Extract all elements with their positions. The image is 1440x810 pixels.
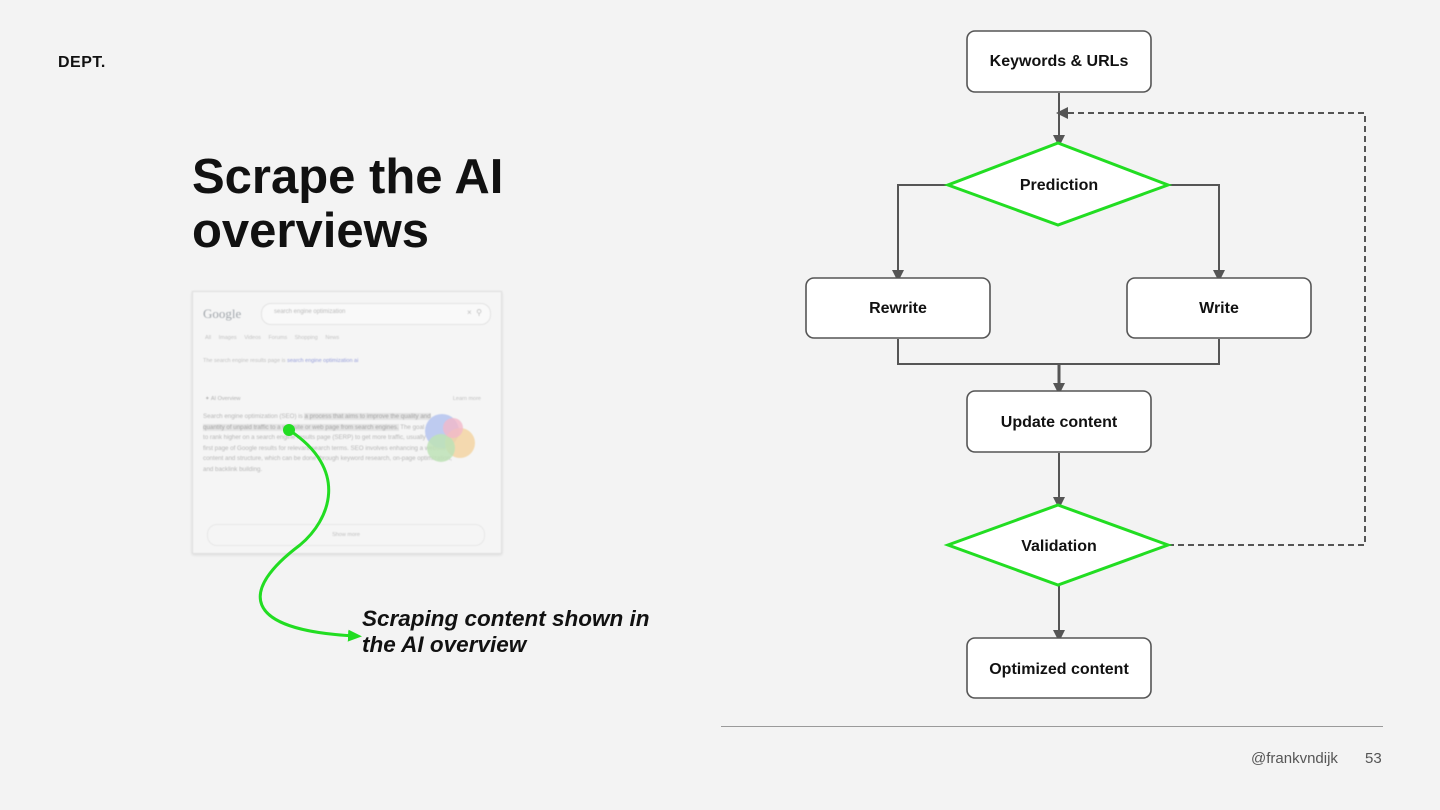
node-update: Update content [966,390,1152,453]
connector-merge [897,339,1220,365]
node-rewrite: Rewrite [805,277,991,339]
ai-overview-label: ✦ AI Overview [205,396,241,402]
node-prediction: Prediction [943,141,1173,227]
search-tabs: All Images Videos Forums Shopping News [205,335,339,341]
author-handle: @frankvndijk [1251,750,1338,767]
ai-sparkle-icon: ✦ [205,396,211,402]
footer-divider [721,726,1383,727]
ai-image-blob-3 [427,434,455,462]
title-line-2: overviews [192,204,429,258]
search-tabs-label: All Images Videos Forums Shopping News [205,335,340,341]
ai-body-intro: Search engine optimization (SEO) is [203,413,305,420]
ai-overview-body: Search engine optimization (SEO) is a pr… [203,412,453,476]
node-optimized: Optimized content [966,637,1152,699]
learn-more-link: Learn more [452,396,481,402]
node-rewrite-label: Rewrite [869,300,927,317]
node-write-label: Write [1199,300,1239,317]
ai-overview-label-text: AI Overview [210,396,241,402]
node-prediction-label: Prediction [1020,177,1098,194]
annotation-arrow [258,428,362,642]
annotation-caption: Scraping content shown in the AI overvie… [362,606,650,658]
connector-validation-loop [1056,107,1366,546]
search-bar: search engine optimization × ⚲ [261,303,491,325]
title-line-1: Scrape the AI [192,150,504,204]
google-logo: Google [203,306,242,321]
caption-line-1: Scraping content shown in [362,606,650,631]
node-keywords: Keywords & URLs [966,30,1152,93]
node-keywords-label: Keywords & URLs [990,53,1129,70]
search-hint-text: The search engine results page is [203,358,286,364]
page-number: 53 [1365,750,1382,767]
ai-image-blob-4 [443,418,463,438]
dept-logo: DEPT. [58,54,106,71]
slide-title: Scrape the AI overviews [192,150,612,258]
node-validation: Validation [943,503,1173,587]
search-hint: The search engine results page is search… [203,358,358,364]
node-write: Write [1126,277,1312,339]
show-more-button: Show more [207,524,485,546]
connector-prediction-rewrite [892,184,948,282]
search-icon: × ⚲ [467,308,482,317]
node-validation-label: Validation [1021,538,1097,555]
ai-overview-screenshot: Google search engine optimization × ⚲ Al… [192,291,502,554]
node-update-label: Update content [1001,414,1118,431]
search-query: search engine optimization [274,309,346,315]
node-optimized-label: Optimized content [989,661,1129,678]
search-hint-link: search engine optimization ai [287,358,359,364]
caption-line-2: the AI overview [362,632,527,657]
connector-prediction-write [1168,184,1225,282]
